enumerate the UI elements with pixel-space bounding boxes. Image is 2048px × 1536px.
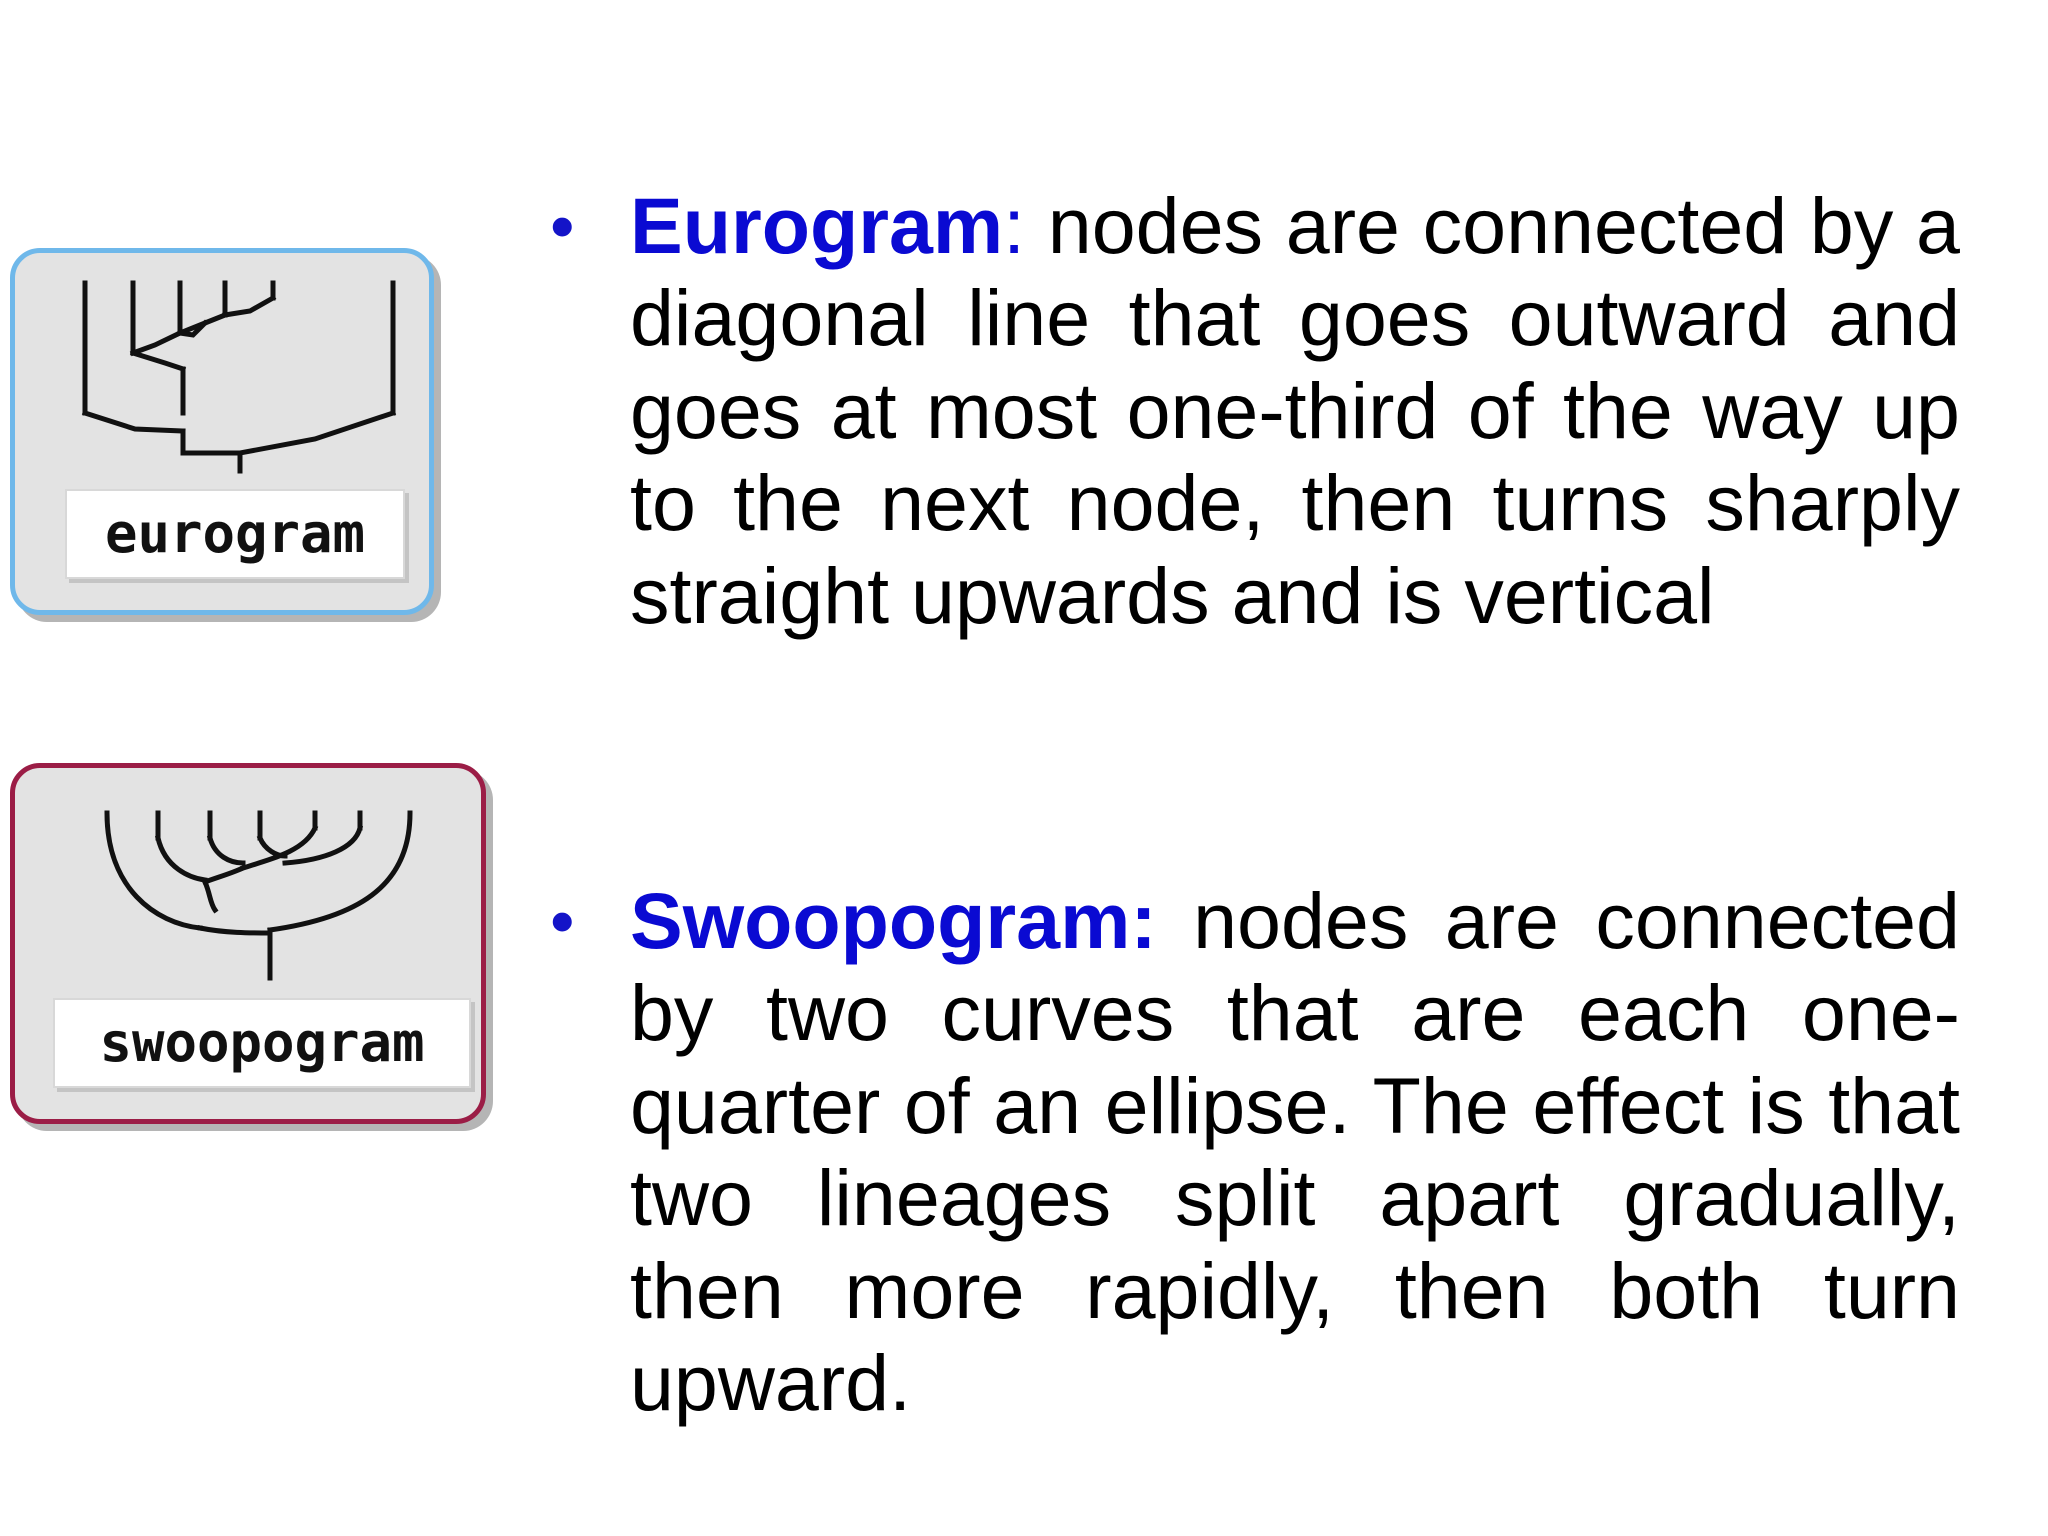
description-eurogram: nodes are connected by a diagonal line t… [630,181,1960,640]
term-eurogram: Eurogram [630,181,1004,270]
swoopogram-button[interactable]: swoopogram [10,763,486,1124]
eurogram-tree-icon [81,280,397,474]
bullet-eurogram: • Eurogram: nodes are connected by a diag… [550,180,1960,642]
swoopogram-tree-icon [104,810,413,981]
bullet-dot-icon: • [550,187,575,265]
term-swoopogram: Swoopogram: [630,876,1157,965]
eurogram-button[interactable]: eurogram [10,248,434,615]
swoopogram-label: swoopogram [53,998,471,1088]
description-swoopogram: nodes are connected by two curves that a… [630,876,1960,1428]
term-separator: : [1003,181,1026,270]
bullet-swoopogram: • Swoopogram: nodes are connected by two … [550,875,1960,1429]
eurogram-label: eurogram [65,489,405,579]
bullet-dot-icon: • [550,882,575,960]
